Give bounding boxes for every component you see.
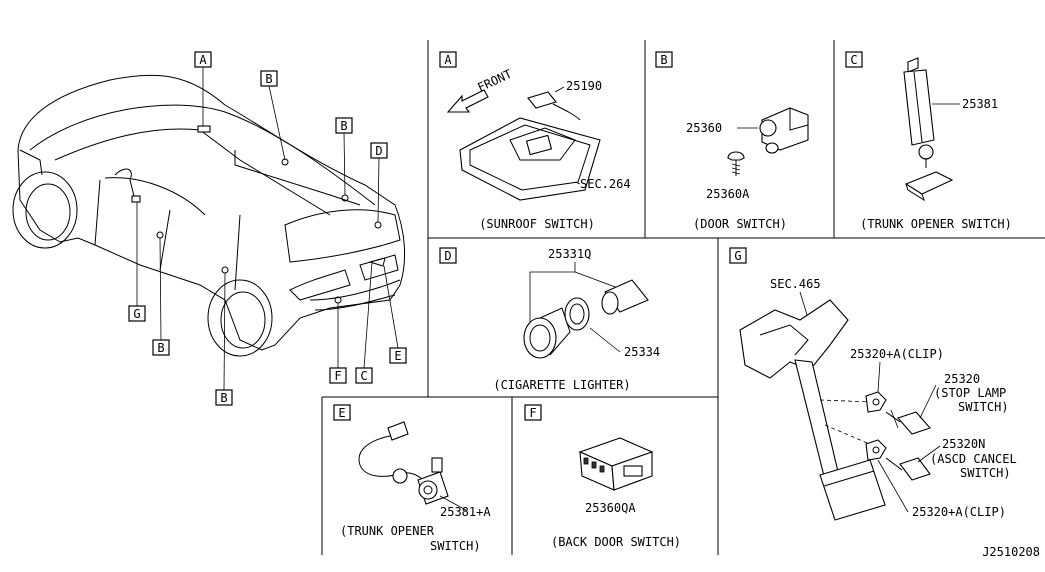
svg-text:G: G xyxy=(133,307,140,321)
svg-text:F: F xyxy=(334,369,341,383)
panel-B-letter: B xyxy=(660,53,667,67)
callout-F-overview: F xyxy=(329,367,347,384)
sec-465-label: SEC.465 xyxy=(770,277,821,291)
panel-B-letter-box xyxy=(655,51,673,68)
part-number-25331Q: 25331Q xyxy=(548,247,591,261)
panel-E-caption-line2: SWITCH) xyxy=(430,539,481,553)
callout-G-overview: G xyxy=(128,305,146,322)
panel-A-letter: A xyxy=(444,53,452,67)
panel-E-trunk-opener-switch: E 25381+A (TRUNK OPENER SWITCH) xyxy=(333,404,491,553)
callout-B-overview-4: B xyxy=(215,389,233,406)
svg-text:E: E xyxy=(394,349,401,363)
panel-C-caption: (TRUNK OPENER SWITCH) xyxy=(860,217,1012,231)
panel-E-caption-line1: (TRUNK OPENER xyxy=(340,524,435,538)
stop-lamp-switch-line1: (STOP LAMP xyxy=(934,386,1006,400)
part-number-25360QA: 25360QA xyxy=(585,501,636,515)
panel-F-back-door-switch: F 25360QA (BACK DOOR SWITCH) xyxy=(524,404,681,549)
callout-B-overview-2: B xyxy=(335,117,353,134)
stop-lamp-switch-line2: SWITCH) xyxy=(958,400,1009,414)
callout-D-overview: D xyxy=(370,142,388,159)
panel-A-caption: (SUNROOF SWITCH) xyxy=(479,217,595,231)
callout-B-overview-3: B xyxy=(152,339,170,356)
callout-A-overview: A xyxy=(194,51,212,68)
panel-D-letter-box xyxy=(439,247,457,264)
panel-D-cigarette-lighter: D 25331Q 25334 (CIGARETTE LIGHTER) xyxy=(439,247,660,392)
panel-B-caption: (DOOR SWITCH) xyxy=(693,217,787,231)
panel-C-trunk-opener-switch: C 25381 (TRUNK OPENER SWITCH) xyxy=(845,51,1012,231)
svg-text:C: C xyxy=(360,369,367,383)
svg-text:B: B xyxy=(340,119,347,133)
panel-G-letter: G xyxy=(734,249,741,263)
ascd-cancel-switch-line2: SWITCH) xyxy=(960,466,1011,480)
part-number-25320N: 25320N xyxy=(942,437,985,451)
part-number-25360: 25360 xyxy=(686,121,722,135)
panel-B-door-switch: B 25360 25360A (DOOR SWITCH) xyxy=(655,51,809,231)
front-label: FRONT xyxy=(475,67,514,95)
panel-A-sunroof-switch: A FRONT 25190 SEC.264 (SUNROOF SWITCH) xyxy=(439,51,631,231)
panel-G-letter-box xyxy=(729,247,747,264)
clip-label-top: 25320+A(CLIP) xyxy=(850,347,944,361)
svg-text:B: B xyxy=(265,72,272,86)
ascd-cancel-switch-line1: (ASCD CANCEL xyxy=(930,452,1017,466)
part-number-25190: 25190 xyxy=(566,79,602,93)
panel-D-letter: D xyxy=(444,249,451,263)
vehicle-overview-illustration xyxy=(12,74,406,357)
panel-F-letter: F xyxy=(529,406,536,420)
sec-264-label: SEC.264 xyxy=(580,177,631,191)
part-number-25334: 25334 xyxy=(624,345,660,359)
svg-text:D: D xyxy=(375,144,382,158)
part-number-25381A: 25381+A xyxy=(440,505,491,519)
front-arrow-icon xyxy=(446,89,489,113)
part-number-25360A: 25360A xyxy=(706,187,750,201)
panel-frame xyxy=(321,40,1045,555)
callout-C-overview: C xyxy=(355,367,373,384)
svg-text:A: A xyxy=(199,53,207,67)
diagram-id: J2510208 xyxy=(982,545,1040,559)
panel-E-letter: E xyxy=(338,406,345,420)
part-number-25320: 25320 xyxy=(944,372,980,386)
svg-text:B: B xyxy=(220,391,227,405)
panel-A-letter-box xyxy=(439,51,457,68)
panel-C-letter-box xyxy=(845,51,863,68)
callout-E-overview: E xyxy=(389,347,407,364)
panel-C-letter: C xyxy=(850,53,857,67)
panel-F-caption: (BACK DOOR SWITCH) xyxy=(551,535,681,549)
clip-label-bottom: 25320+A(CLIP) xyxy=(912,505,1006,519)
overview-leaders xyxy=(136,67,399,391)
svg-text:B: B xyxy=(157,341,164,355)
panel-F-letter-box xyxy=(524,404,542,421)
part-number-25381: 25381 xyxy=(962,97,998,111)
callout-B-overview-1: B xyxy=(260,70,278,87)
panel-D-caption: (CIGARETTE LIGHTER) xyxy=(493,378,630,392)
panel-G-pedal-switches: G SEC.465 25320+A(CLIP) 25320 (STOP LAM xyxy=(729,247,1017,521)
panel-E-letter-box xyxy=(333,404,351,421)
